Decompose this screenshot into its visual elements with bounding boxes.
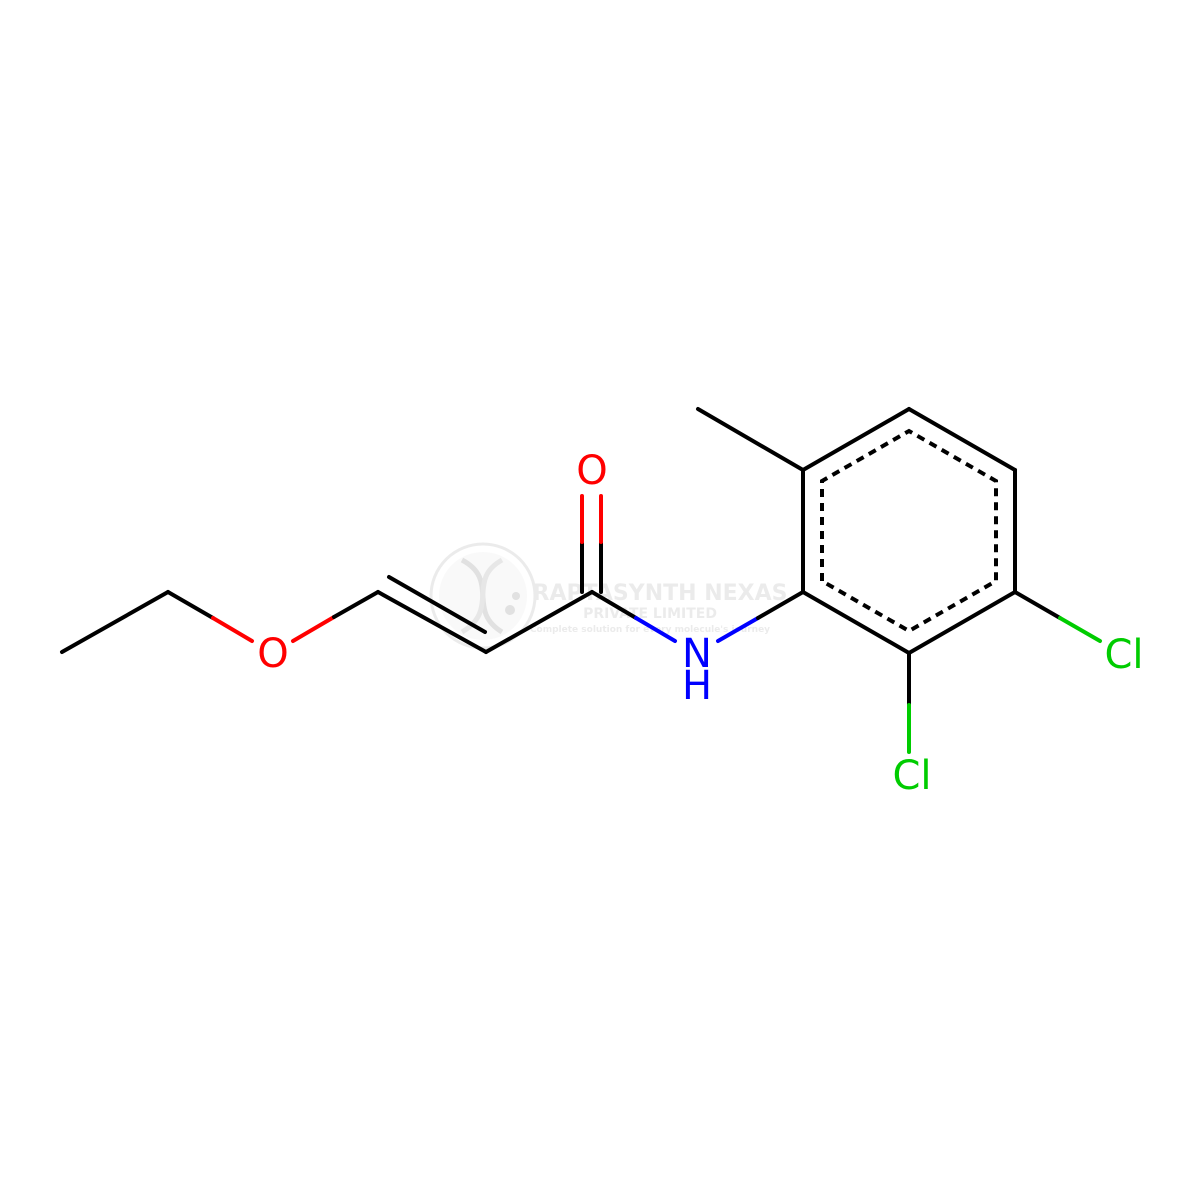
ring-bond-5 bbox=[907, 590, 1017, 655]
watermark-line2: PRIVATE LIMITED bbox=[583, 606, 717, 622]
atom-cl-2: Cl bbox=[892, 753, 931, 799]
bond-ch2-o-black bbox=[166, 590, 215, 620]
bond-vinyl-double-main bbox=[376, 590, 488, 654]
ring-bond-2 bbox=[801, 407, 911, 472]
bond-ring-cl3-green bbox=[1058, 616, 1102, 643]
bond-ch3-ch2 bbox=[60, 590, 170, 654]
bond-methyl bbox=[696, 407, 805, 472]
bond-c-n-black bbox=[590, 590, 638, 620]
atom-cl-3: Cl bbox=[1104, 632, 1143, 678]
atom-n-amide: N bbox=[682, 631, 712, 677]
bond-o-vinyl-red bbox=[291, 615, 336, 643]
watermark-line3: Complete solution for every molecule's j… bbox=[530, 625, 770, 635]
bond-ch2-o-red bbox=[211, 616, 254, 643]
bond-vinyl-carbonyl bbox=[484, 590, 594, 654]
bond-n-ring-black bbox=[756, 590, 805, 620]
atom-o-ether: O bbox=[257, 631, 288, 677]
bond-n-ring-blue bbox=[716, 616, 760, 643]
ring-bond-3 bbox=[907, 407, 1017, 472]
bond-c-n-blue bbox=[634, 616, 677, 643]
atom-o-carbonyl: O bbox=[576, 448, 607, 494]
atom-h-amide: H bbox=[682, 663, 712, 709]
bond-o-vinyl-black bbox=[332, 590, 380, 619]
bond-vinyl-double-inner bbox=[387, 575, 487, 634]
aromatic-ring-dashed bbox=[820, 428, 998, 634]
ring-bond-6 bbox=[801, 590, 911, 655]
bond-ring-cl3-black bbox=[1013, 590, 1062, 620]
